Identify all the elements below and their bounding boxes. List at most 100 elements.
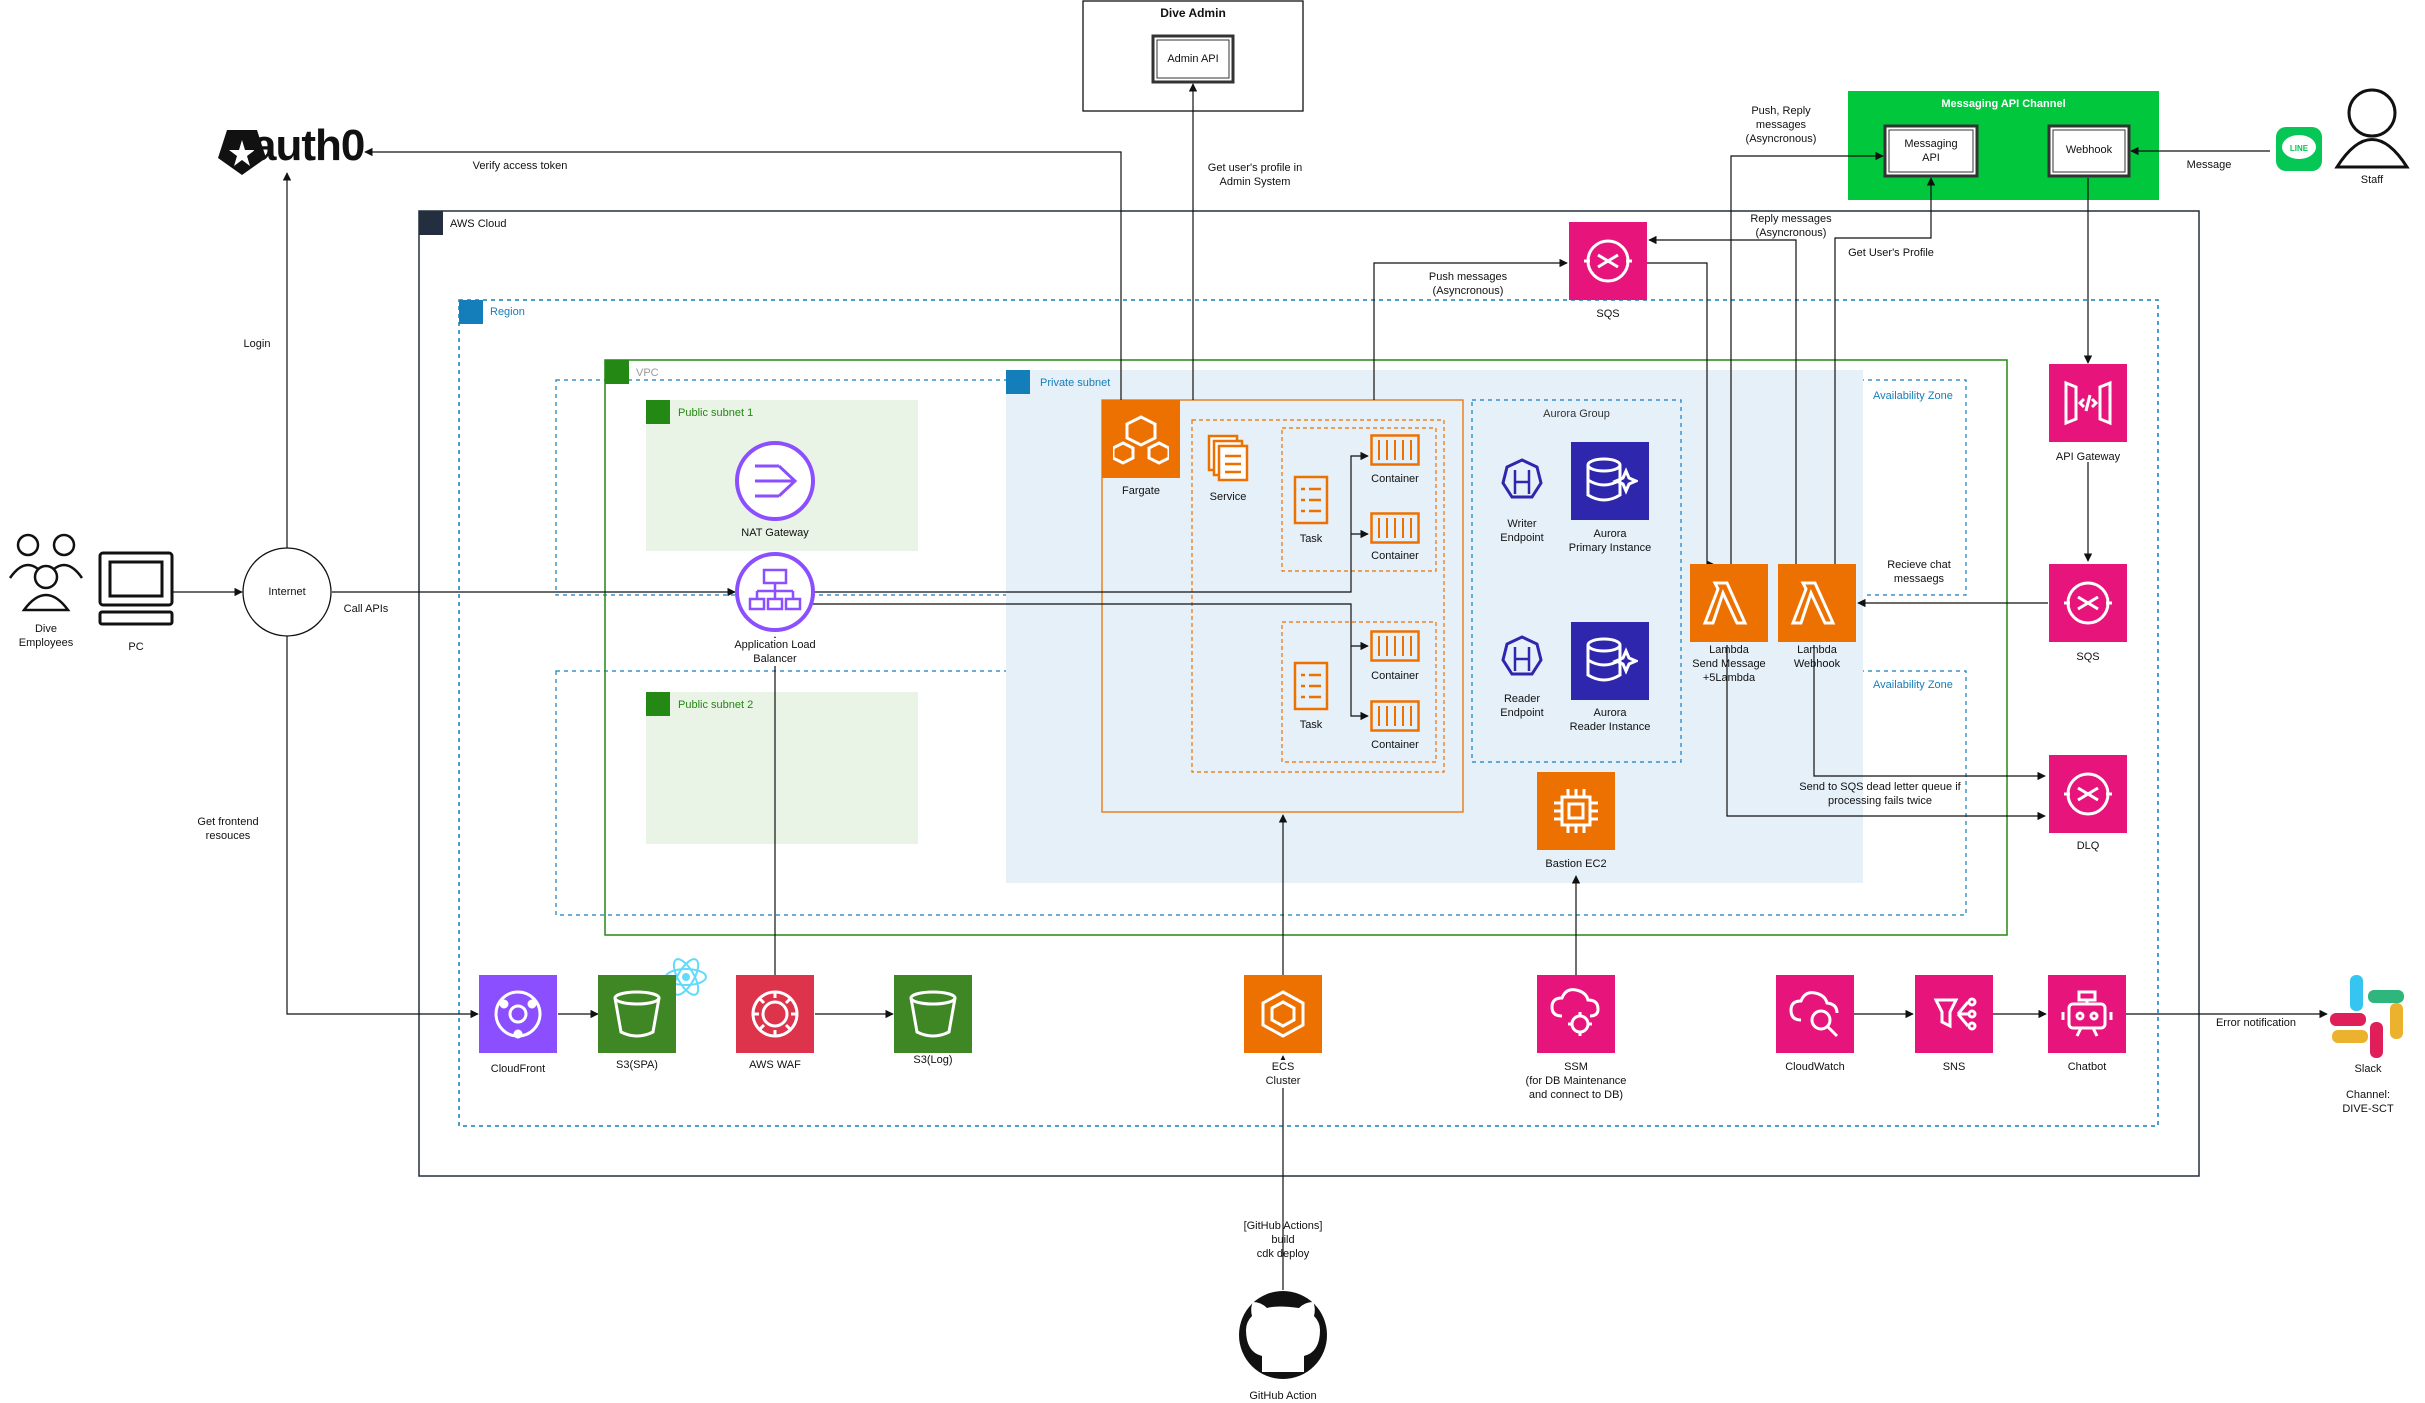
- region-boundary: [458, 299, 2159, 1127]
- region-icon: [459, 300, 483, 324]
- nat-gateway-icon: [735, 441, 815, 521]
- container-4-icon: [1370, 700, 1420, 732]
- region-title: Region: [490, 306, 525, 318]
- public-subnet-2-title: Public subnet 2: [678, 699, 754, 711]
- edge-get-user-profile: [1834, 177, 1936, 565]
- people-icon: [8, 533, 84, 612]
- edge-label-message: Message: [2186, 159, 2232, 171]
- edge-label-get-user-profile: Get User's Profile: [1848, 247, 1934, 259]
- admin-api-label: Admin API: [1167, 53, 1219, 65]
- slack-label: Slack: [2354, 1063, 2382, 1075]
- availability-zone-2-title: Availability Zone: [1873, 679, 1953, 691]
- container-3-label: Container: [1371, 670, 1419, 682]
- fargate-label: Fargate: [1122, 485, 1160, 497]
- staff-user-icon: [2334, 88, 2410, 169]
- edge-label-dlq: Send to SQS dead letter queue if process…: [1799, 781, 1961, 807]
- bastion-ec2-icon: [1537, 772, 1615, 850]
- cloudfront-label: CloudFront: [490, 1063, 546, 1075]
- sqs-right-label: SQS: [2076, 651, 2100, 663]
- service-label: Service: [1209, 491, 1247, 503]
- fargate-frame: [1101, 399, 1464, 813]
- s3-log-label: S3(Log): [913, 1054, 953, 1066]
- internet-label: Internet: [268, 586, 306, 598]
- internet-node: [242, 547, 332, 637]
- service-frame: [1191, 419, 1445, 773]
- public-subnet-2-bg: [646, 692, 918, 844]
- s3-spa-label: S3(SPA): [616, 1059, 658, 1071]
- ssm-icon: [1537, 975, 1615, 1053]
- public-subnet-1-title: Public subnet 1: [678, 407, 754, 419]
- edge-label-error-notification: Error notification: [2215, 1017, 2297, 1029]
- private-subnet-title: Private subnet: [1040, 377, 1111, 389]
- aws-cloud-icon: [419, 211, 443, 235]
- container-1-icon: [1370, 434, 1420, 466]
- edge-label-github-build: [GitHub Actions] build cdk deploy: [1243, 1220, 1323, 1260]
- chatbot-label: Chatbot: [2067, 1061, 2107, 1073]
- edge-label-admin-profile: Get user's profile in Admin System: [1207, 162, 1303, 188]
- writer-endpoint-icon: [1501, 458, 1543, 499]
- vpc-boundary: [604, 359, 2008, 936]
- line-badge-text: LINE: [2289, 144, 2309, 153]
- aws-cloud-boundary: [418, 210, 2200, 1177]
- vpc-icon: [605, 360, 629, 384]
- edge-alb-task1: [780, 451, 1369, 593]
- lambda-webhook-label: Lambda Webhook: [1793, 644, 1841, 670]
- edge-reply-messages: [1648, 235, 1797, 565]
- private-subnet-icon: [1006, 370, 1030, 394]
- container-3-icon: [1370, 630, 1420, 662]
- pc-label: PC: [128, 641, 144, 653]
- edge-dlq-webhook: [1813, 645, 2046, 781]
- edge-alb-task2: [780, 603, 1369, 651]
- sqs-top-icon: [1569, 222, 1647, 300]
- aurora-group-title: Aurora Group: [1543, 408, 1610, 420]
- bastion-label: Bastion EC2: [1545, 858, 1607, 870]
- cloudfront-icon: [479, 975, 557, 1053]
- edge-label-call-apis: Call APIs: [343, 603, 389, 615]
- task-1-label: Task: [1299, 533, 1323, 545]
- edge-label-receive-chat: Recieve chat messaegs: [1887, 559, 1951, 585]
- github-icon: [1239, 1291, 1327, 1379]
- public-subnet-2-icon: [646, 692, 670, 716]
- waf-label: AWS WAF: [749, 1059, 801, 1071]
- task-2-label: Task: [1299, 719, 1323, 731]
- chatbot-icon: [2048, 975, 2126, 1053]
- github-action-label: GitHub Action: [1249, 1390, 1317, 1402]
- lambda-send-icon: [1690, 564, 1768, 642]
- nat-gateway-label: NAT Gateway: [741, 527, 809, 539]
- aurora-reader-icon: [1571, 622, 1649, 700]
- cloudwatch-icon: [1776, 975, 1854, 1053]
- aurora-reader-label: Aurora Reader Instance: [1569, 707, 1651, 733]
- sns-icon: [1915, 975, 1993, 1053]
- dlq-icon: [2049, 755, 2127, 833]
- messaging-api-label: Messaging API: [1904, 138, 1958, 164]
- edge-label-push-messages: Push messages (Asyncronous): [1428, 271, 1508, 297]
- task-1-frame: [1281, 427, 1437, 572]
- slack-icon: [2330, 975, 2404, 1058]
- s3-spa-icon: [598, 975, 676, 1053]
- edge-get-frontend: [286, 634, 479, 1019]
- task-2-icon: [1293, 661, 1329, 711]
- task-1-icon: [1293, 475, 1329, 525]
- slack-channel-label: Channel: DIVE-SCT: [2342, 1089, 2394, 1115]
- staff-label: Staff: [2360, 174, 2384, 186]
- sqs-top-label: SQS: [1596, 308, 1620, 320]
- container-1-label: Container: [1371, 473, 1419, 485]
- alb-icon: [735, 552, 815, 632]
- service-icon: [1207, 434, 1249, 482]
- lambda-send-label: Lambda Send Message +5Lambda: [1692, 644, 1766, 684]
- s3-log-icon: [894, 975, 972, 1053]
- aurora-primary-icon: [1571, 442, 1649, 520]
- reader-endpoint-label: Reader Endpoint: [1500, 693, 1544, 719]
- writer-endpoint-label: Writer Endpoint: [1500, 518, 1544, 544]
- auth0-logo-text: auth0: [252, 121, 365, 170]
- edge-label-reply-messages: Reply messages (Asyncronous): [1750, 213, 1832, 239]
- cloudwatch-label: CloudWatch: [1785, 1061, 1845, 1073]
- aurora-group-frame: [1471, 399, 1682, 763]
- sns-label: SNS: [1942, 1061, 1966, 1073]
- edge-verify-token: [364, 147, 1122, 400]
- reader-endpoint-icon: [1501, 635, 1543, 676]
- edge-push-messages: [1373, 258, 1568, 400]
- aws-cloud-title: AWS Cloud: [450, 218, 507, 230]
